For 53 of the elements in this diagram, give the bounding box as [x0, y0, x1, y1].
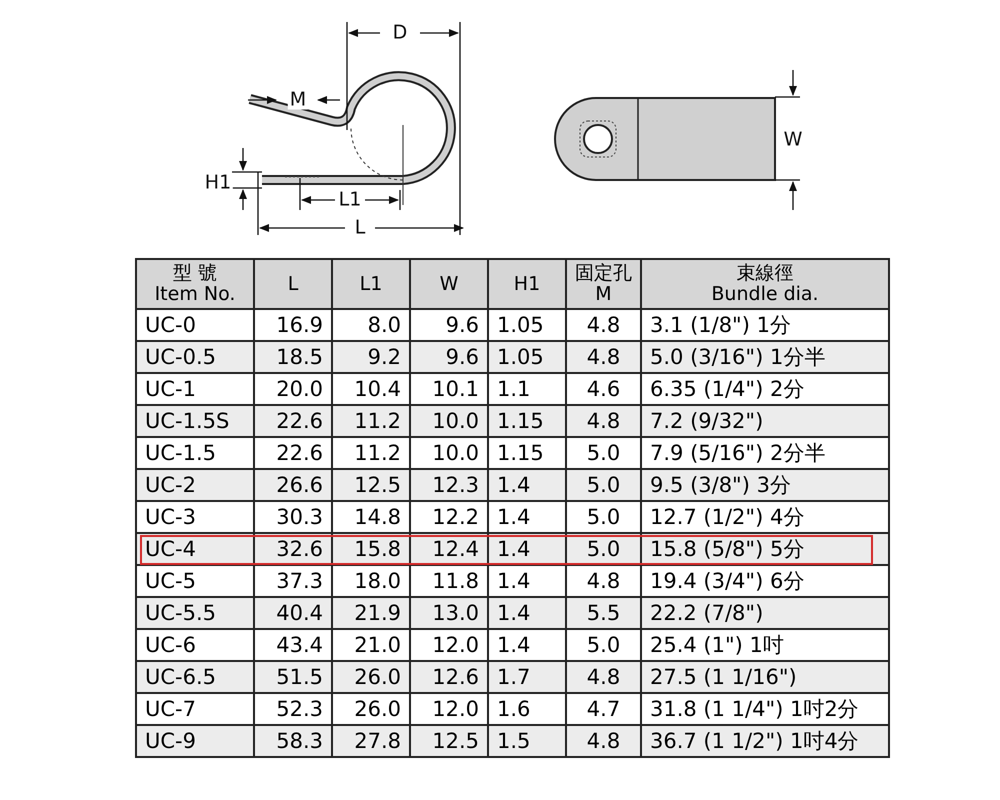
table-cell: 58.3 — [254, 725, 332, 757]
table-cell: 36.7 (1 1/2") 1吋4分 — [641, 725, 889, 757]
table-cell: 26.0 — [332, 661, 410, 693]
header-text: 型 號 — [172, 263, 218, 284]
table-cell: 5.0 — [566, 469, 641, 501]
header-text: Item No. — [154, 284, 236, 305]
table-cell: 1.4 — [488, 597, 566, 629]
table-cell: 21.9 — [332, 597, 410, 629]
dimension-label: M — [288, 90, 308, 110]
table-cell: UC-0.5 — [136, 341, 254, 373]
table-cell: 5.5 — [566, 597, 641, 629]
table-cell: 22.6 — [254, 405, 332, 437]
table-cell: UC-2 — [136, 469, 254, 501]
table-cell: UC-9 — [136, 725, 254, 757]
table-cell: 1.4 — [488, 469, 566, 501]
table-cell: 11.2 — [332, 405, 410, 437]
header-text: L1 — [358, 274, 384, 294]
table-cell: 27.5 (1 1/16") — [641, 661, 889, 693]
table-cell: 40.4 — [254, 597, 332, 629]
table-cell: 1.7 — [488, 661, 566, 693]
table-cell: UC-1.5S — [136, 405, 254, 437]
table-cell: 9.5 (3/8") 3分 — [641, 469, 889, 501]
table-cell: 27.8 — [332, 725, 410, 757]
header-text: 束線徑 — [736, 263, 794, 284]
table-cell: 4.8 — [566, 405, 641, 437]
table-cell: 7.2 (9/32") — [641, 405, 889, 437]
table-cell: 10.0 — [410, 405, 488, 437]
table-cell: 4.8 — [566, 661, 641, 693]
table-cell: 5.0 (3/16") 1分半 — [641, 341, 889, 373]
header-text: M — [594, 284, 613, 305]
table-cell: 1.15 — [488, 405, 566, 437]
table-cell: 18.5 — [254, 341, 332, 373]
table-cell: 22.2 (7/8") — [641, 597, 889, 629]
header-text: W — [438, 274, 460, 294]
table-cell: UC-5.5 — [136, 597, 254, 629]
header-text: 固定孔 — [575, 263, 632, 284]
table-cell: 4.8 — [566, 725, 641, 757]
header-text: L — [286, 274, 300, 294]
table-cell: 1.5 — [488, 725, 566, 757]
table-cell: 12.6 — [410, 661, 488, 693]
table-cell: 4.8 — [566, 341, 641, 373]
header-text: H1 — [512, 274, 542, 294]
table-cell: 12.3 — [410, 469, 488, 501]
table-cell: 1.05 — [488, 341, 566, 373]
table-cell: 12.5 — [410, 725, 488, 757]
table-cell: 51.5 — [254, 661, 332, 693]
table-cell: 9.2 — [332, 341, 410, 373]
header-text: Bundle dia. — [710, 284, 820, 305]
table-cell: 13.0 — [410, 597, 488, 629]
table-cell: 26.6 — [254, 469, 332, 501]
table-cell: UC-6.5 — [136, 661, 254, 693]
table-cell: 12.5 — [332, 469, 410, 501]
table-cell: 9.6 — [410, 341, 488, 373]
